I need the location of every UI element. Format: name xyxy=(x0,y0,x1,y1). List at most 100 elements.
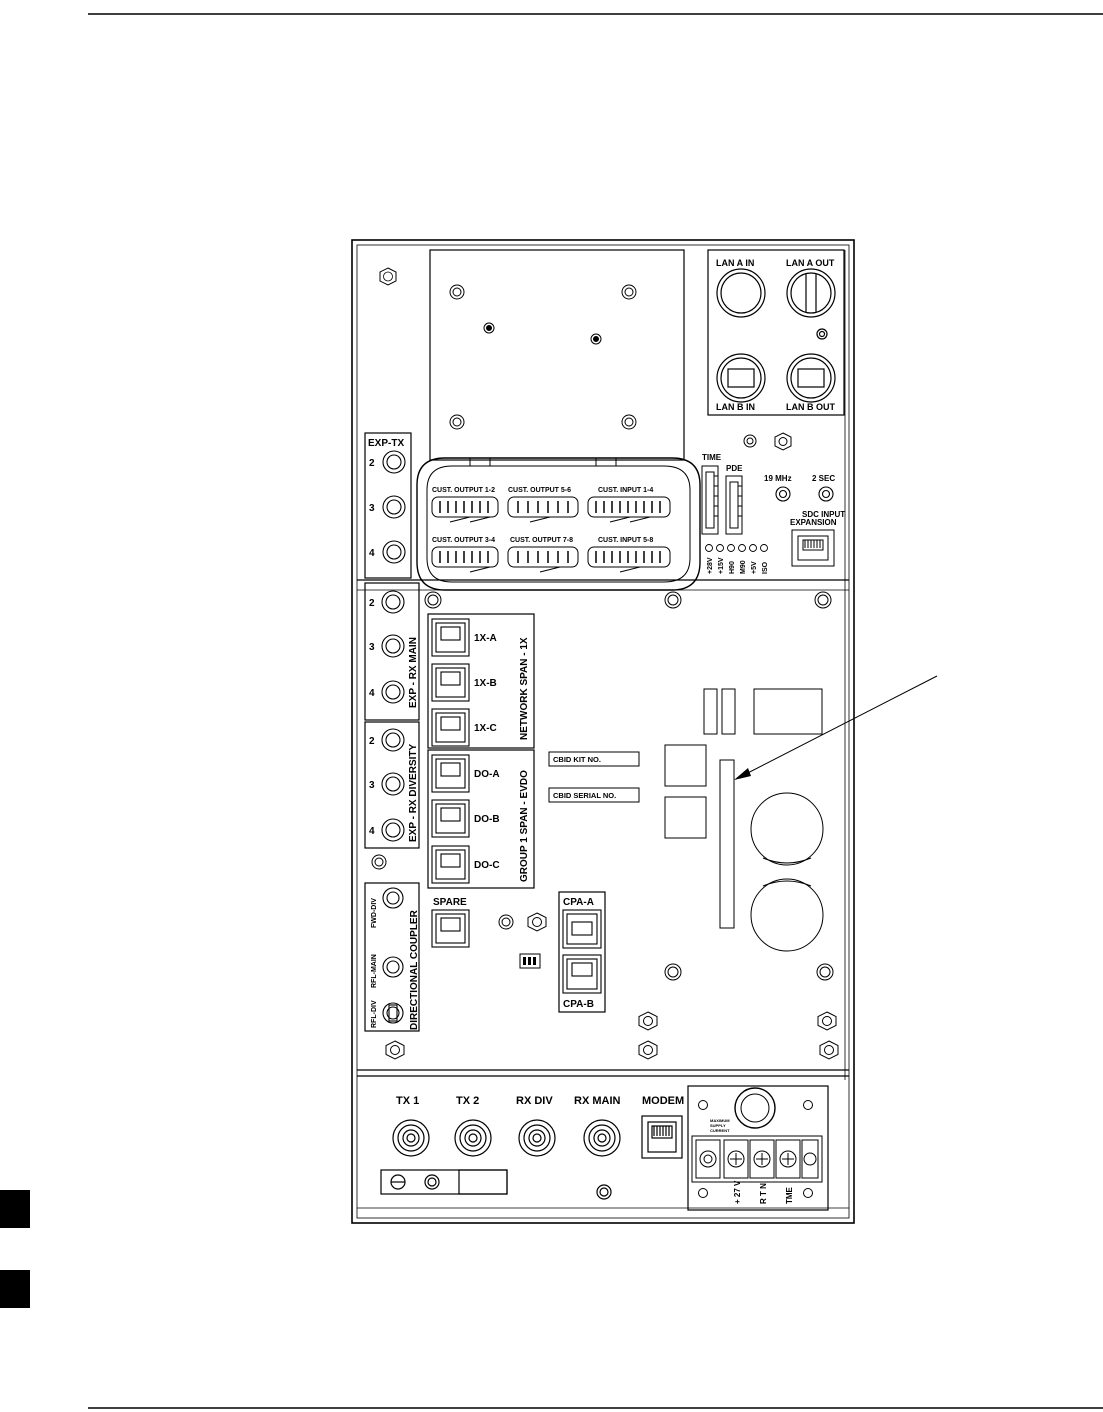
exp-rx-div-port-3[interactable] xyxy=(381,772,405,796)
rtn-label: R T N xyxy=(759,1183,768,1204)
lan-a-in-connector[interactable] xyxy=(716,268,766,318)
cpa-b-port[interactable] xyxy=(562,954,602,994)
lan-connector-box xyxy=(707,249,845,416)
directional-coupler-title: DIRECTIONAL COUPLER xyxy=(409,909,420,1030)
exp-rx-div-port-label: 4 xyxy=(369,826,375,837)
cover-plate xyxy=(429,249,685,461)
lan-b-in-connector[interactable] xyxy=(716,353,766,403)
cpa-box xyxy=(558,891,606,1013)
breaker-label: MAXIMUM xyxy=(710,1118,730,1123)
led-indicator xyxy=(705,544,713,552)
power-input-block xyxy=(687,1085,829,1211)
tx1-connector[interactable] xyxy=(392,1119,430,1157)
exp-tx-title: EXP-TX xyxy=(368,438,404,449)
time-label: TIME xyxy=(702,453,722,462)
exp-tx-port-3[interactable] xyxy=(382,495,406,519)
exp-tx-port-label: 2 xyxy=(369,458,375,469)
page-tab-marker xyxy=(0,1270,30,1308)
lan-a-in-label: LAN A IN xyxy=(716,258,754,268)
terminal-screw-tme[interactable] xyxy=(779,1150,797,1168)
led-indicator xyxy=(727,544,735,552)
19mhz-connector[interactable] xyxy=(775,486,791,502)
exp-tx-port-label: 4 xyxy=(369,548,375,559)
span-port-do-c[interactable] xyxy=(431,845,470,884)
cbid-kit-plate xyxy=(548,751,640,767)
cust-input-5-8-label: CUST. INPUT 5-8 xyxy=(598,537,653,544)
exp-tx-group xyxy=(364,432,412,579)
led-label: H90 xyxy=(729,561,736,574)
callout-arrowhead xyxy=(734,768,751,780)
exp-rx-main-title: EXP - RX MAIN xyxy=(408,637,419,708)
led-label: ISO xyxy=(762,561,769,574)
network-span-1x-title: NETWORK SPAN - 1X xyxy=(519,637,530,740)
terminal-screw-rtn[interactable] xyxy=(753,1150,771,1168)
panel-outline xyxy=(351,239,855,1224)
modem-jack[interactable] xyxy=(641,1115,683,1159)
customer-io-block xyxy=(416,457,701,591)
lan-a-out-label: LAN A OUT xyxy=(786,258,835,268)
rx-main-connector[interactable] xyxy=(583,1119,621,1157)
exp-tx-port-4[interactable] xyxy=(382,540,406,564)
network-span-1x-box xyxy=(427,613,535,749)
exp-rx-main-port-3[interactable] xyxy=(381,634,405,658)
cpa-b-label: CPA-B xyxy=(563,999,594,1010)
led-indicator xyxy=(760,544,768,552)
sdc-input-expansion-jack[interactable] xyxy=(791,529,835,567)
19mhz-label: 19 MHz xyxy=(764,474,792,483)
rx-div-connector[interactable] xyxy=(518,1119,556,1157)
cust-output-7-8-label: CUST. OUTPUT 7-8 xyxy=(510,537,573,544)
2sec-label: 2 SEC xyxy=(812,474,835,483)
rfl-div-label: RFL-DIV xyxy=(371,1000,378,1028)
supply-breaker-knob[interactable] xyxy=(734,1087,776,1129)
lan-a-out-connector[interactable] xyxy=(786,268,836,318)
exp-rx-main-port-4[interactable] xyxy=(381,680,405,704)
terminal-screw-plus27v[interactable] xyxy=(727,1150,745,1168)
tme-label: TME xyxy=(785,1186,794,1204)
breaker-label: CURRENT xyxy=(710,1128,730,1133)
exp-rx-div-port-2[interactable] xyxy=(381,728,405,752)
rfl-div-port[interactable] xyxy=(382,1002,404,1024)
mounting-cutouts xyxy=(664,688,824,952)
span-port-do-b[interactable] xyxy=(431,799,470,838)
tx2-label: TX 2 xyxy=(456,1095,479,1107)
exp-rx-main-port-2[interactable] xyxy=(381,590,405,614)
fwd-div-port[interactable] xyxy=(382,887,404,909)
cpa-a-label: CPA-A xyxy=(563,897,594,908)
span-port-1x-b[interactable] xyxy=(431,663,470,702)
span-port-label: DO-A xyxy=(474,769,500,780)
2sec-connector[interactable] xyxy=(818,486,834,502)
group1-span-evdo-title: GROUP 1 SPAN - EVDO xyxy=(519,770,530,882)
rfl-main-port[interactable] xyxy=(382,956,404,978)
plus27v-label: + 27 V xyxy=(733,1180,742,1204)
cust-output-3-4-label: CUST. OUTPUT 3-4 xyxy=(432,537,495,544)
exp-tx-port-2[interactable] xyxy=(382,450,406,474)
span-port-label: DO-C xyxy=(474,860,500,871)
span-port-1x-c[interactable] xyxy=(431,708,470,747)
span-port-label: DO-B xyxy=(474,814,500,825)
dip-switch[interactable] xyxy=(519,953,541,969)
cust-output-5-6-label: CUST. OUTPUT 5-6 xyxy=(508,487,571,494)
pde-label: PDE xyxy=(726,464,743,473)
span-port-label: 1X-A xyxy=(474,633,497,644)
tx1-label: TX 1 xyxy=(396,1095,419,1107)
sdc-input-label: SDC INPUT xyxy=(802,510,845,519)
led-indicator xyxy=(716,544,724,552)
led-label: +15V xyxy=(718,557,725,574)
pde-connector[interactable] xyxy=(725,475,743,535)
exp-rx-div-port-label: 2 xyxy=(369,736,375,747)
panel-inner-outline xyxy=(356,244,850,1219)
cbid-serial-plate xyxy=(548,787,640,803)
exp-rx-diversity-group xyxy=(364,721,420,849)
lan-b-out-label: LAN B OUT xyxy=(786,402,835,412)
cpa-a-port[interactable] xyxy=(562,909,602,949)
span-port-1x-a[interactable] xyxy=(431,618,470,657)
spare-port[interactable] xyxy=(431,909,470,948)
breaker-label: SUPPLY xyxy=(710,1123,726,1128)
span-port-do-a[interactable] xyxy=(431,754,470,793)
cbid-serial-label: CBID SERIAL NO. xyxy=(553,791,616,800)
lan-b-out-connector[interactable] xyxy=(786,353,836,403)
exp-rx-div-port-4[interactable] xyxy=(381,818,405,842)
tx2-connector[interactable] xyxy=(454,1119,492,1157)
time-connector[interactable] xyxy=(701,465,719,535)
